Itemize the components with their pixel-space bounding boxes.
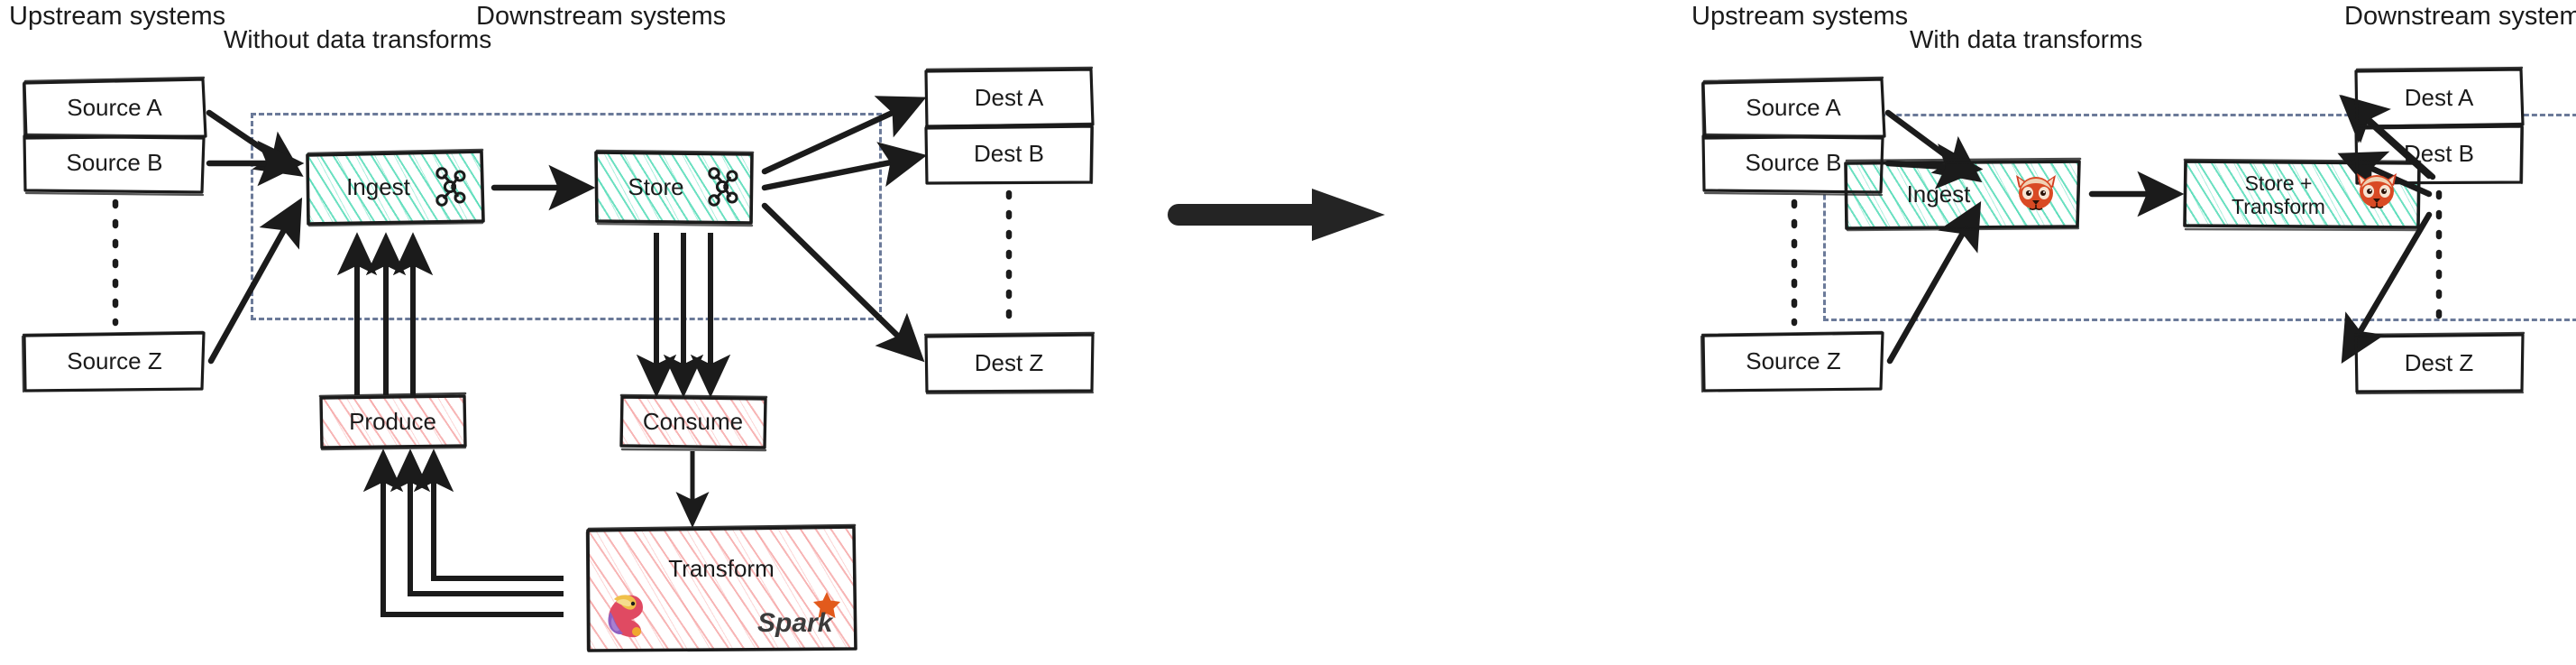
consume-box: Consume <box>619 393 768 452</box>
flink-icon <box>600 590 654 641</box>
panel-title-without-transforms: Without data transforms <box>224 25 492 53</box>
downstream-systems-caption-right: Downstream systems <box>2344 2 2576 31</box>
kafka-icon <box>430 164 470 209</box>
redpanda-icon <box>2353 170 2400 211</box>
source-b-box-left: Source B <box>23 133 206 197</box>
link-transform-to-produce <box>362 448 564 617</box>
kafka-icon <box>702 164 742 209</box>
platform-boundary-right <box>1823 114 2576 321</box>
produce-box: Produce <box>318 392 467 451</box>
svg-text:Spark: Spark <box>757 608 834 637</box>
ingest-box-right: Ingest <box>1844 157 2082 232</box>
transition-arrow <box>1168 189 1385 241</box>
redpanda-icon <box>2012 171 2059 213</box>
ingest-box-left: Ingest <box>306 148 485 227</box>
downstream-systems-caption-left: Downstream systems <box>476 2 727 31</box>
source-z-box-right: Source Z <box>1700 330 1884 393</box>
transform-box: Transform Spark <box>585 523 857 652</box>
store-transform-box-right: Store + Transform <box>2183 158 2422 232</box>
spark-icon: Spark <box>756 590 843 638</box>
upstream-systems-caption-left: Upstream systems <box>9 2 226 31</box>
dest-b-box-left: Dest B <box>924 122 1095 185</box>
store-box-left: Store <box>594 149 755 227</box>
source-z-box-left: Source Z <box>21 330 206 393</box>
dest-z-box-right: Dest Z <box>2353 331 2526 395</box>
dest-z-box-left: Dest Z <box>923 331 1095 395</box>
upstream-systems-caption-right: Upstream systems <box>1691 2 1909 31</box>
panel-title-with-transforms: With data transforms <box>1910 25 2143 53</box>
